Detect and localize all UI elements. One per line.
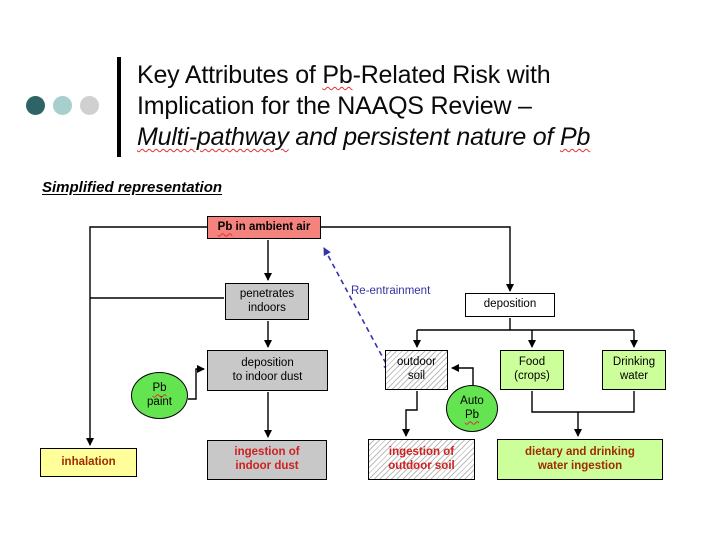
title-text: Implication for the NAAQS Review – [137,92,532,120]
node-label-line: outdoor [396,356,436,369]
node-inhalation: inhalation [40,448,137,477]
node-label-line: Pb [152,382,166,396]
pb-word: Pb [152,381,167,394]
pb-word: Pb [464,408,480,421]
node-label-line: indoor dust [235,460,299,472]
node-food-crops: Food (crops) [500,350,564,390]
slide-title: Key Attributes of Pb-Related Risk with I… [137,60,617,153]
line-food-drinking-join [531,391,635,413]
node-outdoor-soil: outdoor soil [385,350,448,390]
node-label-line: deposition [241,356,294,369]
node-label-line: ingestion of [388,445,455,458]
node-label-line: Food [518,356,546,369]
node-label-line: penetrates [239,287,295,300]
node-label-line: paint [147,395,172,408]
title-line-3: Multi-pathway and persistent nature of P… [137,122,617,153]
bullet-dot-gray [80,96,99,115]
node-pb-in-ambient-air: Pb in ambient air [207,216,321,239]
arrow-autopb-to-outdoor-soil [451,364,474,386]
node-label-line: Pb [465,409,479,423]
node-label-line: to indoor dust [232,370,303,383]
node-label: Pb in ambient air [218,221,311,235]
node-penetrates-indoors: penetrates indoors [225,283,309,320]
node-ingestion-of-indoor-dust: ingestion of indoor dust [207,440,327,480]
re-entrainment-label: Re-entrainment [351,285,431,297]
title-text-multipathway: Multi-pathway [137,123,289,151]
title-line-1: Key Attributes of Pb-Related Risk with [137,60,617,91]
node-label-line: water ingestion [537,459,623,472]
arrow-paint-to-depindoor [188,365,205,400]
node-label-line: (crops) [514,370,550,382]
node-label-line: water [619,370,649,382]
title-text-pb: Pb [560,123,591,151]
node-auto-pb: Auto Pb [446,385,498,432]
dashed-arrow-re-entrainment [323,247,391,372]
title-text-pb: Pb [322,61,353,89]
title-text: -Related Risk with [352,61,551,89]
line-deposition-split [417,318,634,331]
node-label-line: Drinking [612,356,656,369]
bullet-dot-dark-teal [26,96,45,115]
node-label-line: soil [407,370,426,382]
node-deposition: deposition [465,293,555,317]
arrow-air-to-deposition [321,226,514,292]
node-label-line: deposition [483,298,537,311]
title-text: Key Attributes of [137,61,323,89]
node-label-line: outdoor soil [388,459,455,472]
node-deposition-to-indoor-dust: deposition to indoor dust [207,350,328,391]
title-divider-bar [117,57,121,157]
label-text: in ambient air [232,220,311,233]
title-text: and persistent nature of [288,123,560,151]
node-label-line: Auto [460,394,484,407]
bullet-dot-light-teal [53,96,72,115]
node-ingestion-of-outdoor-soil: ingestion of outdoor soil [368,439,475,480]
node-drinking-water: Drinking water [602,350,666,390]
node-label-line: dietary and drinking [525,445,635,458]
node-dietary-and-drinking-water-ingestion: dietary and drinking water ingestion [497,439,663,480]
pb-word: Pb [217,220,233,233]
node-label-line: indoors [248,301,286,314]
node-label-line: ingestion of [234,446,300,459]
arrow-soil-to-ingestion-outdoor [402,391,418,437]
title-line-2: Implication for the NAAQS Review – [137,91,617,122]
node-label-line: inhalation [61,455,116,468]
subtitle-simplified-representation: Simplified representation [42,179,223,196]
node-pb-paint: Pb paint [131,372,188,419]
